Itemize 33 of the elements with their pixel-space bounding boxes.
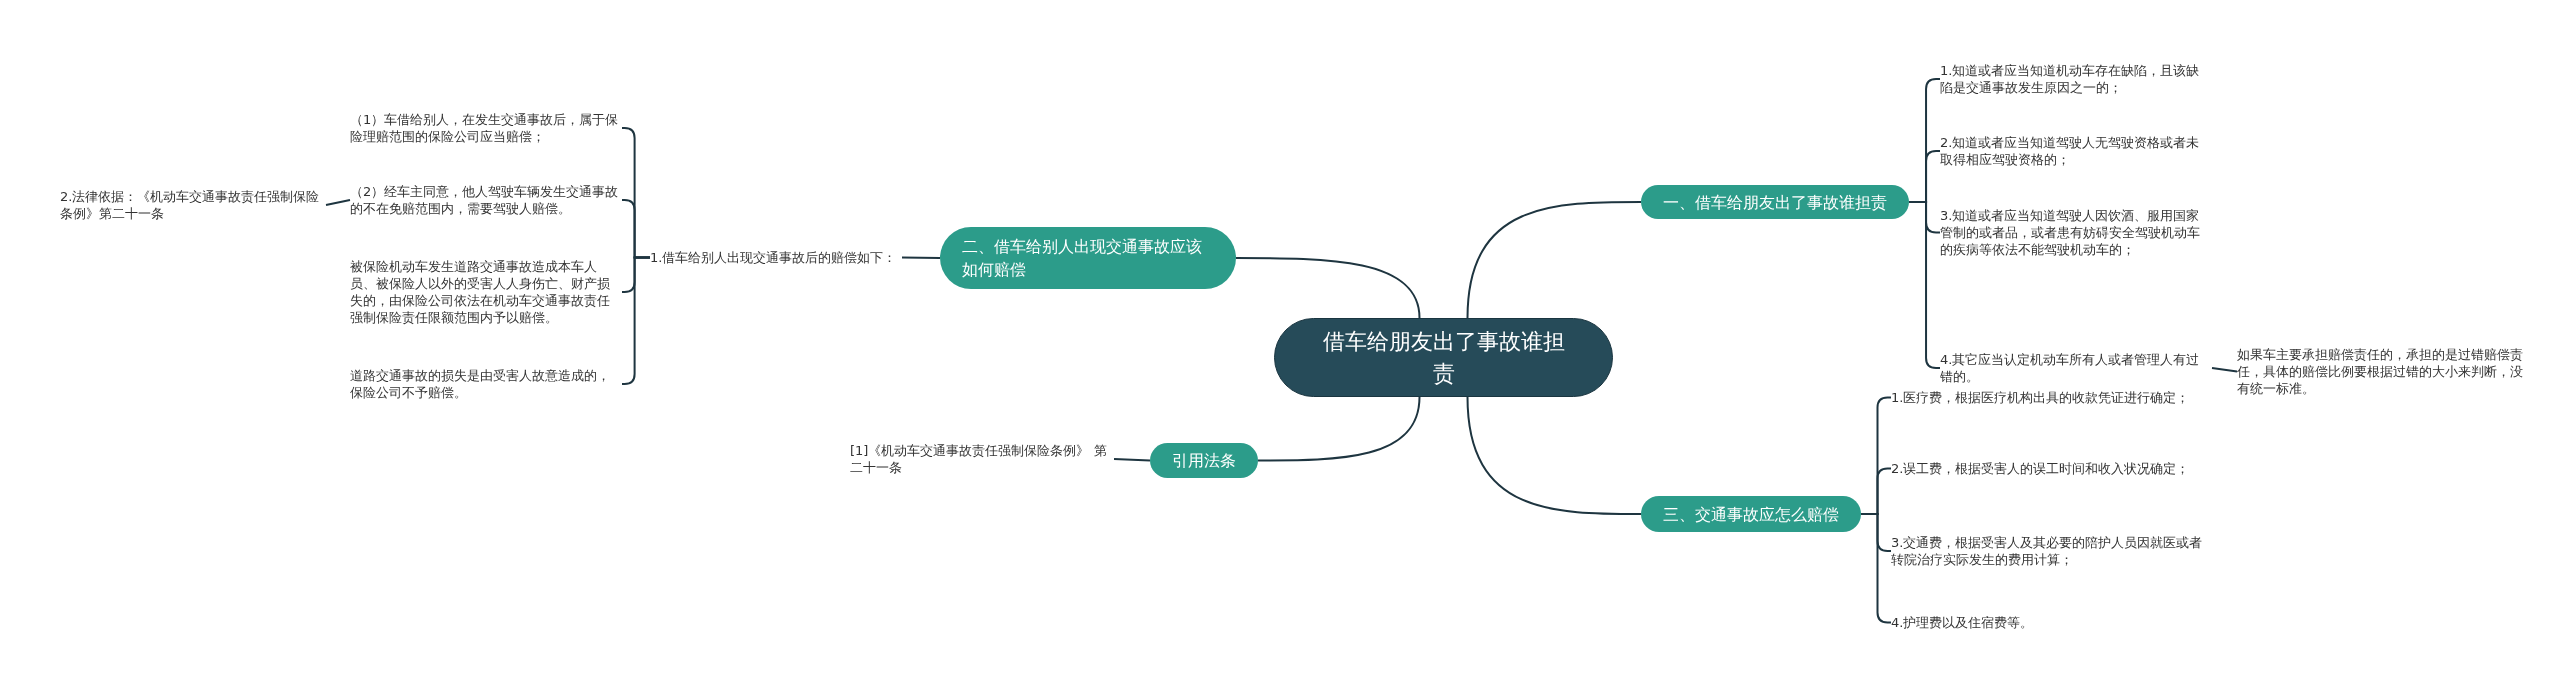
topic-text: 被保险机动车发生道路交通事故造成本车人员、被保险人以外的受害人人身伤亡、财产损失的，由保险公司依法在机动车交通事故责任强制保险责任限额范围内予以赔偿。 xyxy=(350,258,622,326)
topic-text: 道路交通事故的损失是由受害人故意造成的，保险公司不予赔偿。 xyxy=(350,367,622,401)
topic-text: （2）经车主同意，他人驾驶车辆发生交通事故的不在免赔范围内，需要驾驶人赔偿。 xyxy=(350,183,622,217)
topic-label: 借车给朋友出了事故谁担责 xyxy=(1321,327,1566,388)
connector-line xyxy=(1466,396,1642,515)
topic-text: 1.医疗费，根据医疗机构出具的收款凭证进行确定； xyxy=(1891,389,2203,406)
connector-line xyxy=(325,199,351,206)
topic-label: 一、借车给朋友出了事故谁担责 xyxy=(1663,191,1887,214)
topic-label: 三、交通事故应怎么赔偿 xyxy=(1663,503,1839,526)
topic-text: 1.借车给别人出现交通事故后的赔偿如下： xyxy=(650,249,902,266)
connector-line xyxy=(1113,458,1151,462)
topic-text: 3.知道或者应当知道驾驶人因饮酒、服用国家管制的或者品，或者患有妨碍安全驾驶机动车的疾病等依法不能驾驶机动车的； xyxy=(1940,207,2212,258)
topic-label: 引用法条 xyxy=(1172,450,1236,472)
topic-pill xyxy=(1641,185,1909,219)
topic-text: 3.交通费，根据受害人及其必要的陪护人员因就医或者转院治疗实际发生的费用计算； xyxy=(1891,534,2203,568)
connector-line xyxy=(1235,257,1421,319)
connector-line xyxy=(1257,396,1421,462)
connector-line xyxy=(901,256,941,259)
topic-label: 二、借车给别人出现交通事故应该如何赔偿 xyxy=(962,236,1203,281)
topic-text: 2.误工费，根据受害人的误工时间和收入状况确定； xyxy=(1891,460,2203,477)
connector-line xyxy=(1466,201,1642,319)
topic-pill xyxy=(1150,443,1258,478)
topic-text: 如果车主要承担赔偿责任的，承担的是过错赔偿责任，具体的赔偿比例要根据过错的大小来判断，没有统一标准。 xyxy=(2237,346,2527,397)
topic-text: 4.护理费以及住宿费等。 xyxy=(1891,614,2203,631)
topic-text: 1.知道或者应当知道机动车存在缺陷，且该缺陷是交通事故发生原因之一的； xyxy=(1940,62,2212,96)
topic-text: （1）车借给别人，在发生交通事故后，属于保险理赔范围的保险公司应当赔偿； xyxy=(350,111,622,145)
connector-line xyxy=(621,256,651,385)
topic-text: 4.其它应当认定机动车所有人或者管理人有过错的。 xyxy=(1940,351,2212,385)
topic-text: 2.知道或者应当知道驾驶人无驾驶资格或者未取得相应驾驶资格的； xyxy=(1940,134,2212,168)
connector-line xyxy=(2211,367,2238,373)
topic-text: [1]《机动车交通事故责任强制保险条例》 第二十一条 xyxy=(850,442,1114,476)
topic-text: 2.法律依据：《机动车交通事故责任强制保险条例》第二十一条 xyxy=(60,188,326,222)
topic-pill xyxy=(1641,496,1861,532)
